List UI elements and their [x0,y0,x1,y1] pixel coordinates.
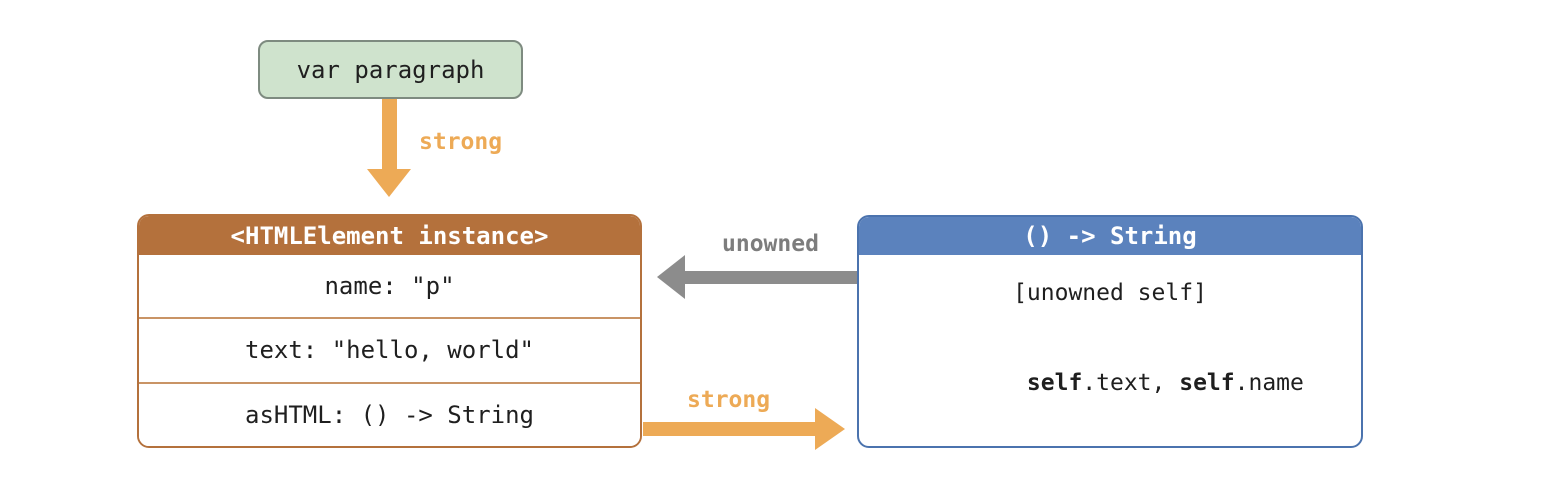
instance-row-name: name: "p" [139,255,640,318]
instance-box-header: <HTMLElement instance> [139,216,640,255]
capture-list-label: [unowned self] [1013,279,1207,306]
strong-arrow-right-shaft [643,422,816,436]
instance-row-name-label: name: "p" [324,272,455,301]
instance-row-ashtml-label: asHTML: () -> String [245,400,534,429]
strong-arrow-right-label: strong [687,387,771,413]
unowned-arrow-shaft [684,271,857,284]
instance-row-text: text: "hello, world" [139,317,640,382]
closure-body-part-self-1: self [1026,369,1083,396]
variable-box-label: var paragraph [296,55,485,84]
unowned-arrow-label: unowned [722,231,819,257]
instance-row-ashtml: asHTML: () -> String [139,381,640,446]
closure-body-part-name: .name [1234,369,1304,396]
closure-body-part-text: .text, [1082,369,1180,396]
closure-body-line: self.text, self.name [916,344,1304,422]
unowned-arrow-head [657,255,685,299]
closure-box: () -> String [unowned self] self.text, s… [857,215,1363,448]
closure-body-part-self-2: self [1179,369,1235,396]
closure-box-title: () -> String [1023,222,1197,250]
instance-box-title: <HTMLElement instance> [230,221,549,250]
strong-arrow-down-shaft [382,99,397,170]
strong-arrow-right-head [815,408,845,450]
instance-row-text-label: text: "hello, world" [245,336,534,365]
closure-box-header: () -> String [859,217,1361,255]
variable-box: var paragraph [258,40,523,99]
strong-arrow-down-label: strong [419,129,503,155]
instance-box: <HTMLElement instance> name: "p" text: "… [137,214,642,448]
closure-box-body: [unowned self] self.text, self.name [859,255,1361,446]
strong-arrow-down-head [367,169,411,197]
